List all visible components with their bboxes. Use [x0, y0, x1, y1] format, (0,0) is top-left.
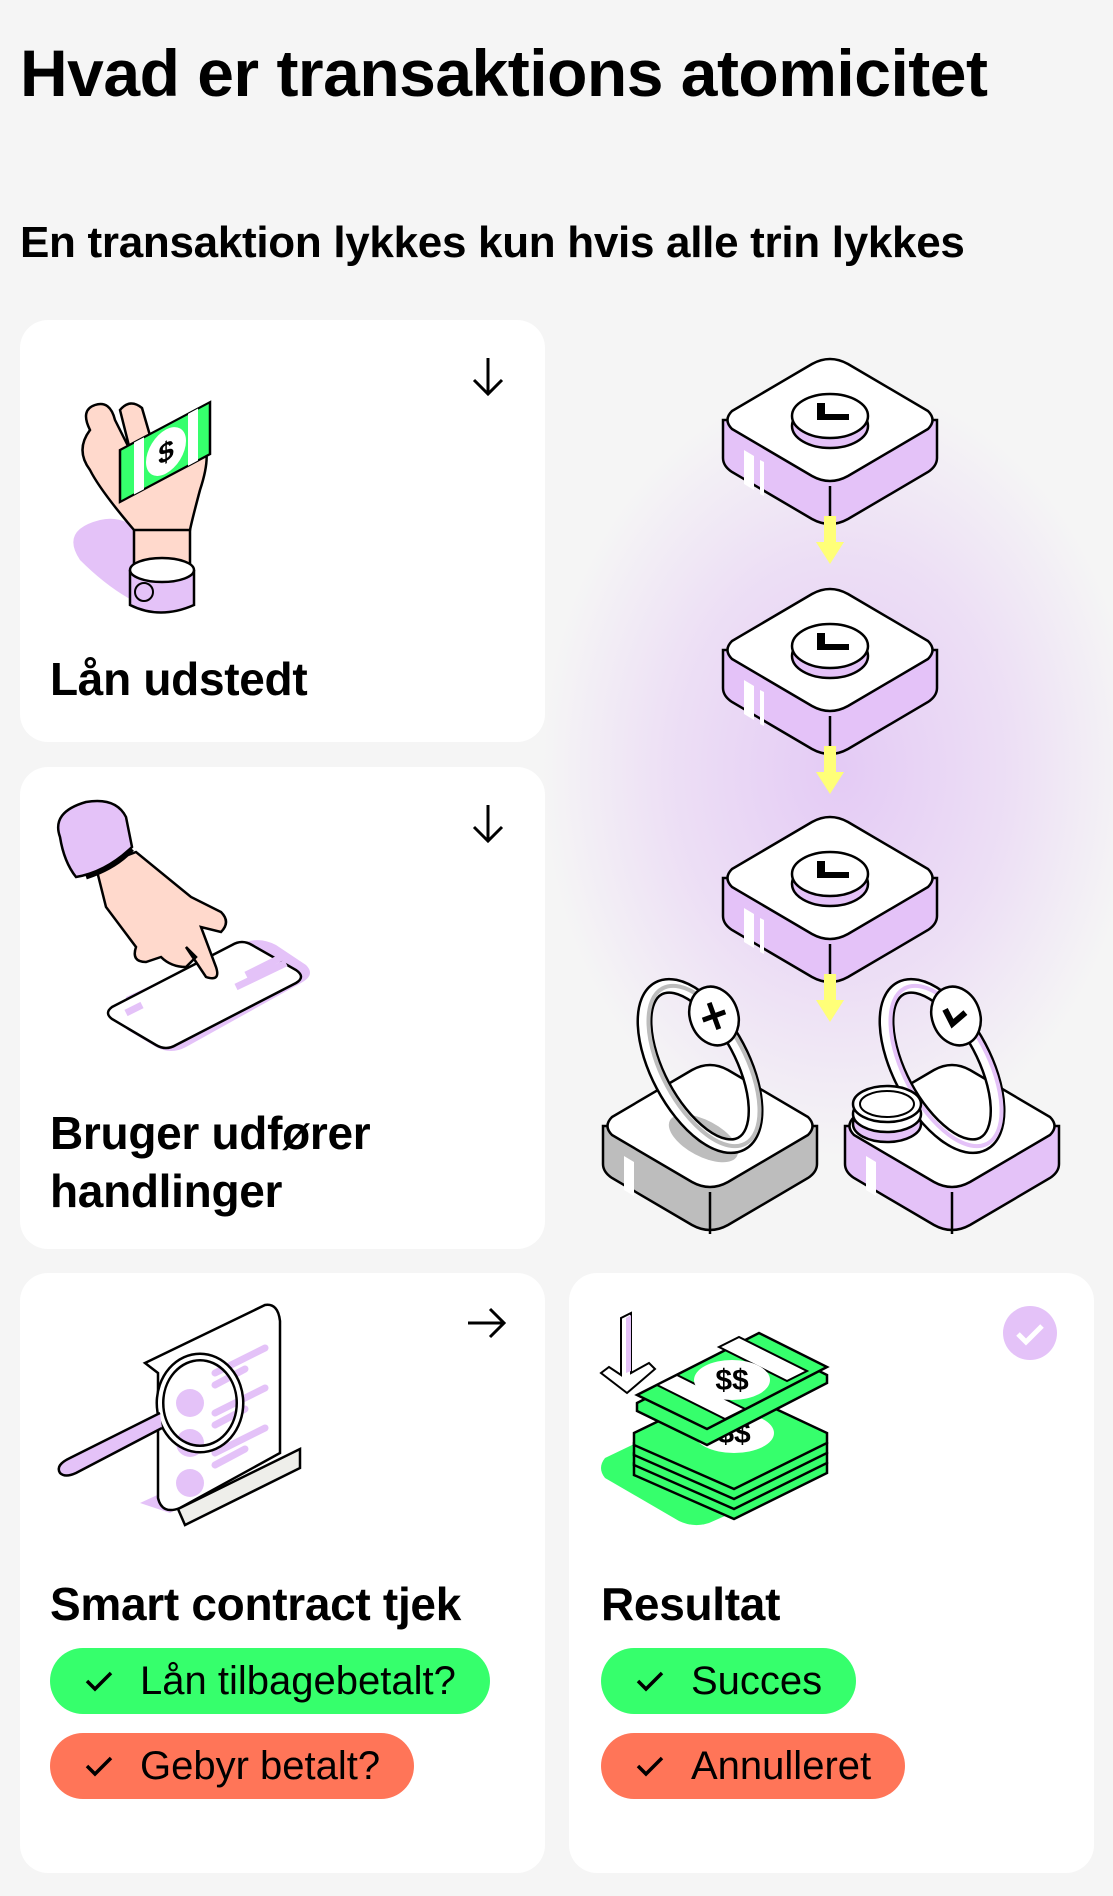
step-block-1 — [721, 357, 939, 530]
svg-text:$$: $$ — [715, 1364, 749, 1397]
card-smart-contract-check: Smart contract tjek Lån tilbagebetalt? G… — [20, 1273, 545, 1873]
card-result: $$ $$ Resultat Succes Annulleret — [569, 1273, 1094, 1873]
arrow-down-icon — [472, 805, 504, 844]
card-user-actions: Bruger udfører handlinger — [20, 767, 545, 1249]
cancelled-outcome-block — [601, 977, 819, 1234]
step-block-2 — [721, 587, 939, 760]
card-loan-issued: $ Lån udstedt — [20, 320, 545, 742]
card-title: Resultat — [601, 1578, 781, 1630]
cash-stacks-illustration: $$ $$ — [599, 1311, 830, 1526]
magnifier-checklist-illustration — [57, 1303, 302, 1527]
page-title: Hvad er transaktions atomicitet — [20, 36, 988, 110]
coin-stack — [851, 1084, 923, 1144]
check-loan-repaid: Lån tilbagebetalt? — [50, 1648, 490, 1714]
check-fee-paid: Gebyr betalt? — [50, 1733, 415, 1799]
step-block-3 — [721, 815, 939, 988]
arrow-down-icon — [472, 358, 504, 397]
card-title: Smart contract tjek — [50, 1578, 461, 1630]
check-label: Lån tilbagebetalt? — [140, 1658, 456, 1703]
check-icon — [636, 1756, 664, 1777]
card-title: Lån udstedt — [50, 653, 308, 705]
success-outcome-block — [843, 977, 1061, 1234]
card-title: Bruger udfører handlinger — [50, 1107, 371, 1217]
hand-holding-cash-illustration: $ — [73, 400, 212, 614]
arrow-right-icon — [468, 1307, 507, 1339]
check-icon — [636, 1671, 664, 1692]
hand-tapping-card-illustration — [57, 799, 310, 1051]
outcome-label: Succes — [691, 1658, 823, 1703]
page-subtitle: En transaktion lykkes kun hvis alle trin… — [20, 218, 965, 267]
check-label: Gebyr betalt? — [140, 1743, 381, 1788]
check-icon — [85, 1756, 113, 1777]
check-icon — [85, 1671, 113, 1692]
check-circle-icon — [1003, 1306, 1057, 1360]
outcome-cancelled: Annulleret — [601, 1733, 906, 1799]
outcome-success: Succes — [601, 1648, 857, 1714]
svg-text:$: $ — [158, 433, 174, 472]
outcome-label: Annulleret — [691, 1743, 872, 1788]
